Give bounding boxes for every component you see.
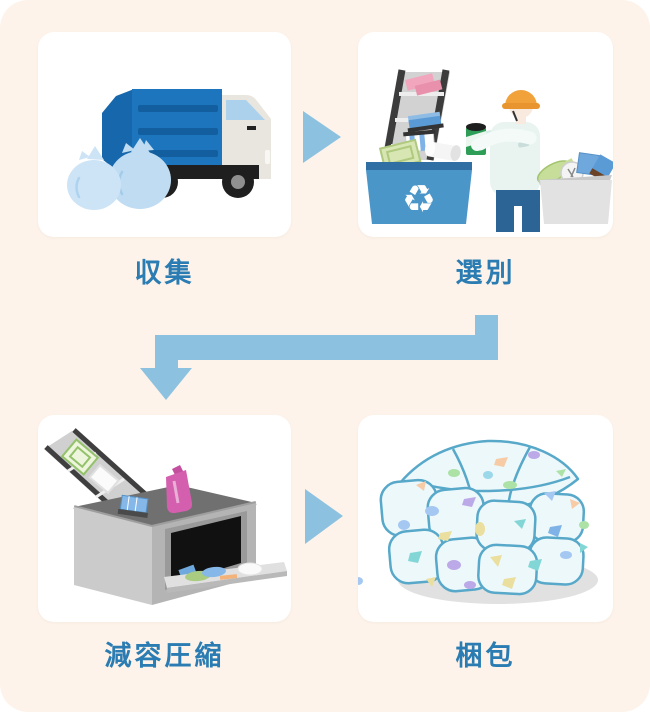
blue-crate-icon [117, 494, 149, 518]
sorting-worker-icon: ♻ [366, 69, 613, 232]
truck-door-handle [247, 126, 256, 130]
step-card-collect [38, 32, 291, 237]
step-card-pack [358, 415, 613, 622]
recycle-bin-icon: ♻ [366, 162, 472, 224]
worker-neck [516, 114, 526, 124]
output-tray-icon [164, 562, 287, 593]
garbage-truck-icon [67, 89, 271, 210]
step-card-compress [38, 415, 291, 622]
trash-bag-icon [67, 146, 121, 210]
arrow-right-icon [303, 111, 341, 163]
conveyor-icon [382, 69, 450, 161]
trash-bag-icon [109, 138, 171, 209]
recycle-symbol-icon: ♻ [402, 177, 436, 221]
bale-front-face [475, 492, 586, 596]
compactor-body [73, 485, 257, 605]
step-label-compress: 減容圧縮 [104, 641, 225, 672]
helmet-icon [505, 90, 537, 106]
arrow-elbow-down-left-icon [140, 315, 498, 400]
step-label-pack: 梱包 [455, 641, 516, 672]
worker-icon [466, 90, 540, 232]
arrow-right-icon [305, 489, 343, 544]
sorted-items-box [536, 152, 613, 224]
step-label-sort: 選別 [455, 258, 516, 289]
step-label-collect: 収集 [134, 258, 195, 289]
compactor-machine-icon [44, 428, 287, 605]
plastic-flakes [358, 451, 589, 589]
truck-windshield [226, 100, 265, 120]
compressed-bale-icon [358, 439, 598, 604]
step-card-sort: ♻ [358, 32, 613, 237]
pink-bottle-icon [166, 465, 193, 514]
